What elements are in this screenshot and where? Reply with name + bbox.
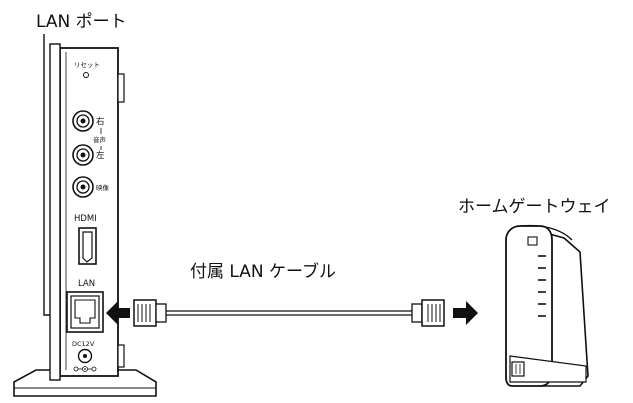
audio-left-label: 左	[96, 150, 105, 161]
arrow-right-icon	[453, 301, 478, 325]
lan-port[interactable]	[66, 291, 104, 333]
dc-label: DC12V	[72, 340, 95, 348]
video-label: 映像	[96, 183, 110, 192]
video-jack[interactable]	[72, 176, 94, 198]
cable-right-plug	[411, 299, 445, 327]
reset-button[interactable]	[83, 72, 89, 78]
audio-label: 音声	[93, 135, 107, 144]
audio-right-label: 右	[96, 116, 105, 127]
reset-label: リセット	[74, 61, 100, 69]
hdmi-port[interactable]	[78, 227, 97, 265]
lan-label: LAN	[78, 279, 95, 289]
cable-label: 付属 LAN ケーブル	[190, 261, 336, 282]
hdmi-label: HDMI	[74, 214, 97, 224]
home-gateway	[505, 224, 589, 387]
polarity-icon	[73, 366, 97, 372]
cable-left-plug	[133, 299, 167, 327]
lan-cable	[133, 299, 445, 327]
device-unit: リセット 右 音声 左 映像 HDMI	[13, 43, 157, 397]
arrow-left-icon	[106, 301, 130, 325]
dc-jack[interactable]	[77, 348, 93, 364]
lan-port-label: LAN ポート	[36, 12, 127, 32]
audio-left-jack[interactable]	[72, 144, 94, 166]
gateway-label: ホームゲートウェイ	[458, 197, 611, 217]
audio-right-jack[interactable]	[72, 110, 94, 132]
